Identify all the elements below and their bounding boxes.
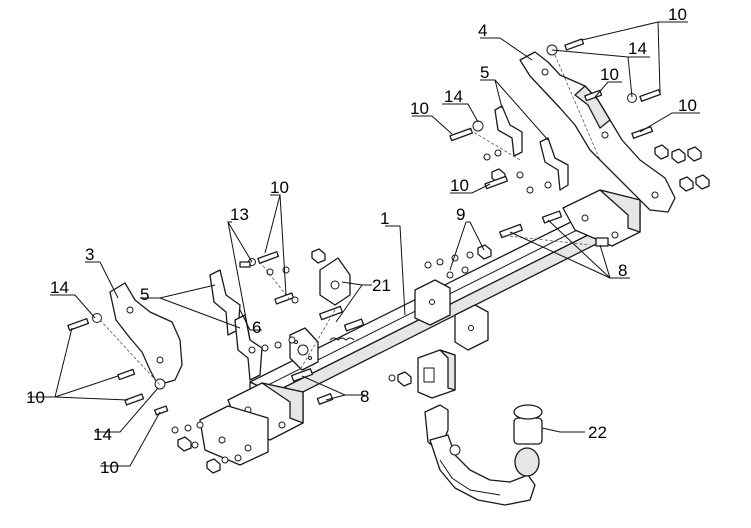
assembly-guide-lines <box>99 54 601 386</box>
callout-14-bottom: 14 <box>93 425 112 444</box>
callout-10-top-right: 10 <box>668 5 687 24</box>
callout-8-right: 8 <box>618 261 627 280</box>
right-side-bracket <box>562 189 641 247</box>
callout-labels: 10 4 14 5 10 10 14 10 10 9 1 8 10 13 21 … <box>26 5 697 477</box>
callout-10-right: 10 <box>678 96 697 115</box>
callout-10-left-upper: 10 <box>270 178 289 197</box>
fastener-set <box>67 38 710 474</box>
tow-ball-part-22 <box>424 404 543 506</box>
side-plate-part-4 <box>519 51 676 213</box>
callout-10-middle: 10 <box>450 176 469 195</box>
callout-3: 3 <box>85 245 94 264</box>
callout-22: 22 <box>588 423 607 442</box>
callout-5-top: 5 <box>480 63 489 82</box>
left-foot-plate <box>199 405 269 466</box>
socket-cable <box>329 337 355 341</box>
callout-6: 6 <box>252 318 261 337</box>
callout-13: 13 <box>230 205 249 224</box>
callout-10-bottom: 10 <box>100 458 119 477</box>
crossbar-mid-bracket-center <box>454 304 489 351</box>
callout-14-top-right: 14 <box>628 39 647 58</box>
callout-10-right-upper: 10 <box>600 65 619 84</box>
callout-9: 9 <box>456 205 465 224</box>
callout-10-middle-upper: 10 <box>410 99 429 118</box>
side-plate-part-3 <box>109 282 183 386</box>
callout-14-left: 14 <box>50 278 69 297</box>
angle-bracket-part-5-right <box>494 105 569 191</box>
electrical-socket-block <box>417 349 456 399</box>
callout-5-left: 5 <box>140 285 149 304</box>
callout-21: 21 <box>372 276 391 295</box>
socket-plate-part-21 <box>289 257 351 371</box>
callout-4: 4 <box>478 21 487 40</box>
callout-8-lower: 8 <box>360 387 369 406</box>
callout-14-middle: 14 <box>444 87 463 106</box>
callout-leaders <box>28 21 700 467</box>
callout-1: 1 <box>380 209 389 228</box>
crossbar-mid-bracket-left <box>414 279 451 326</box>
callout-10-left: 10 <box>26 388 45 407</box>
